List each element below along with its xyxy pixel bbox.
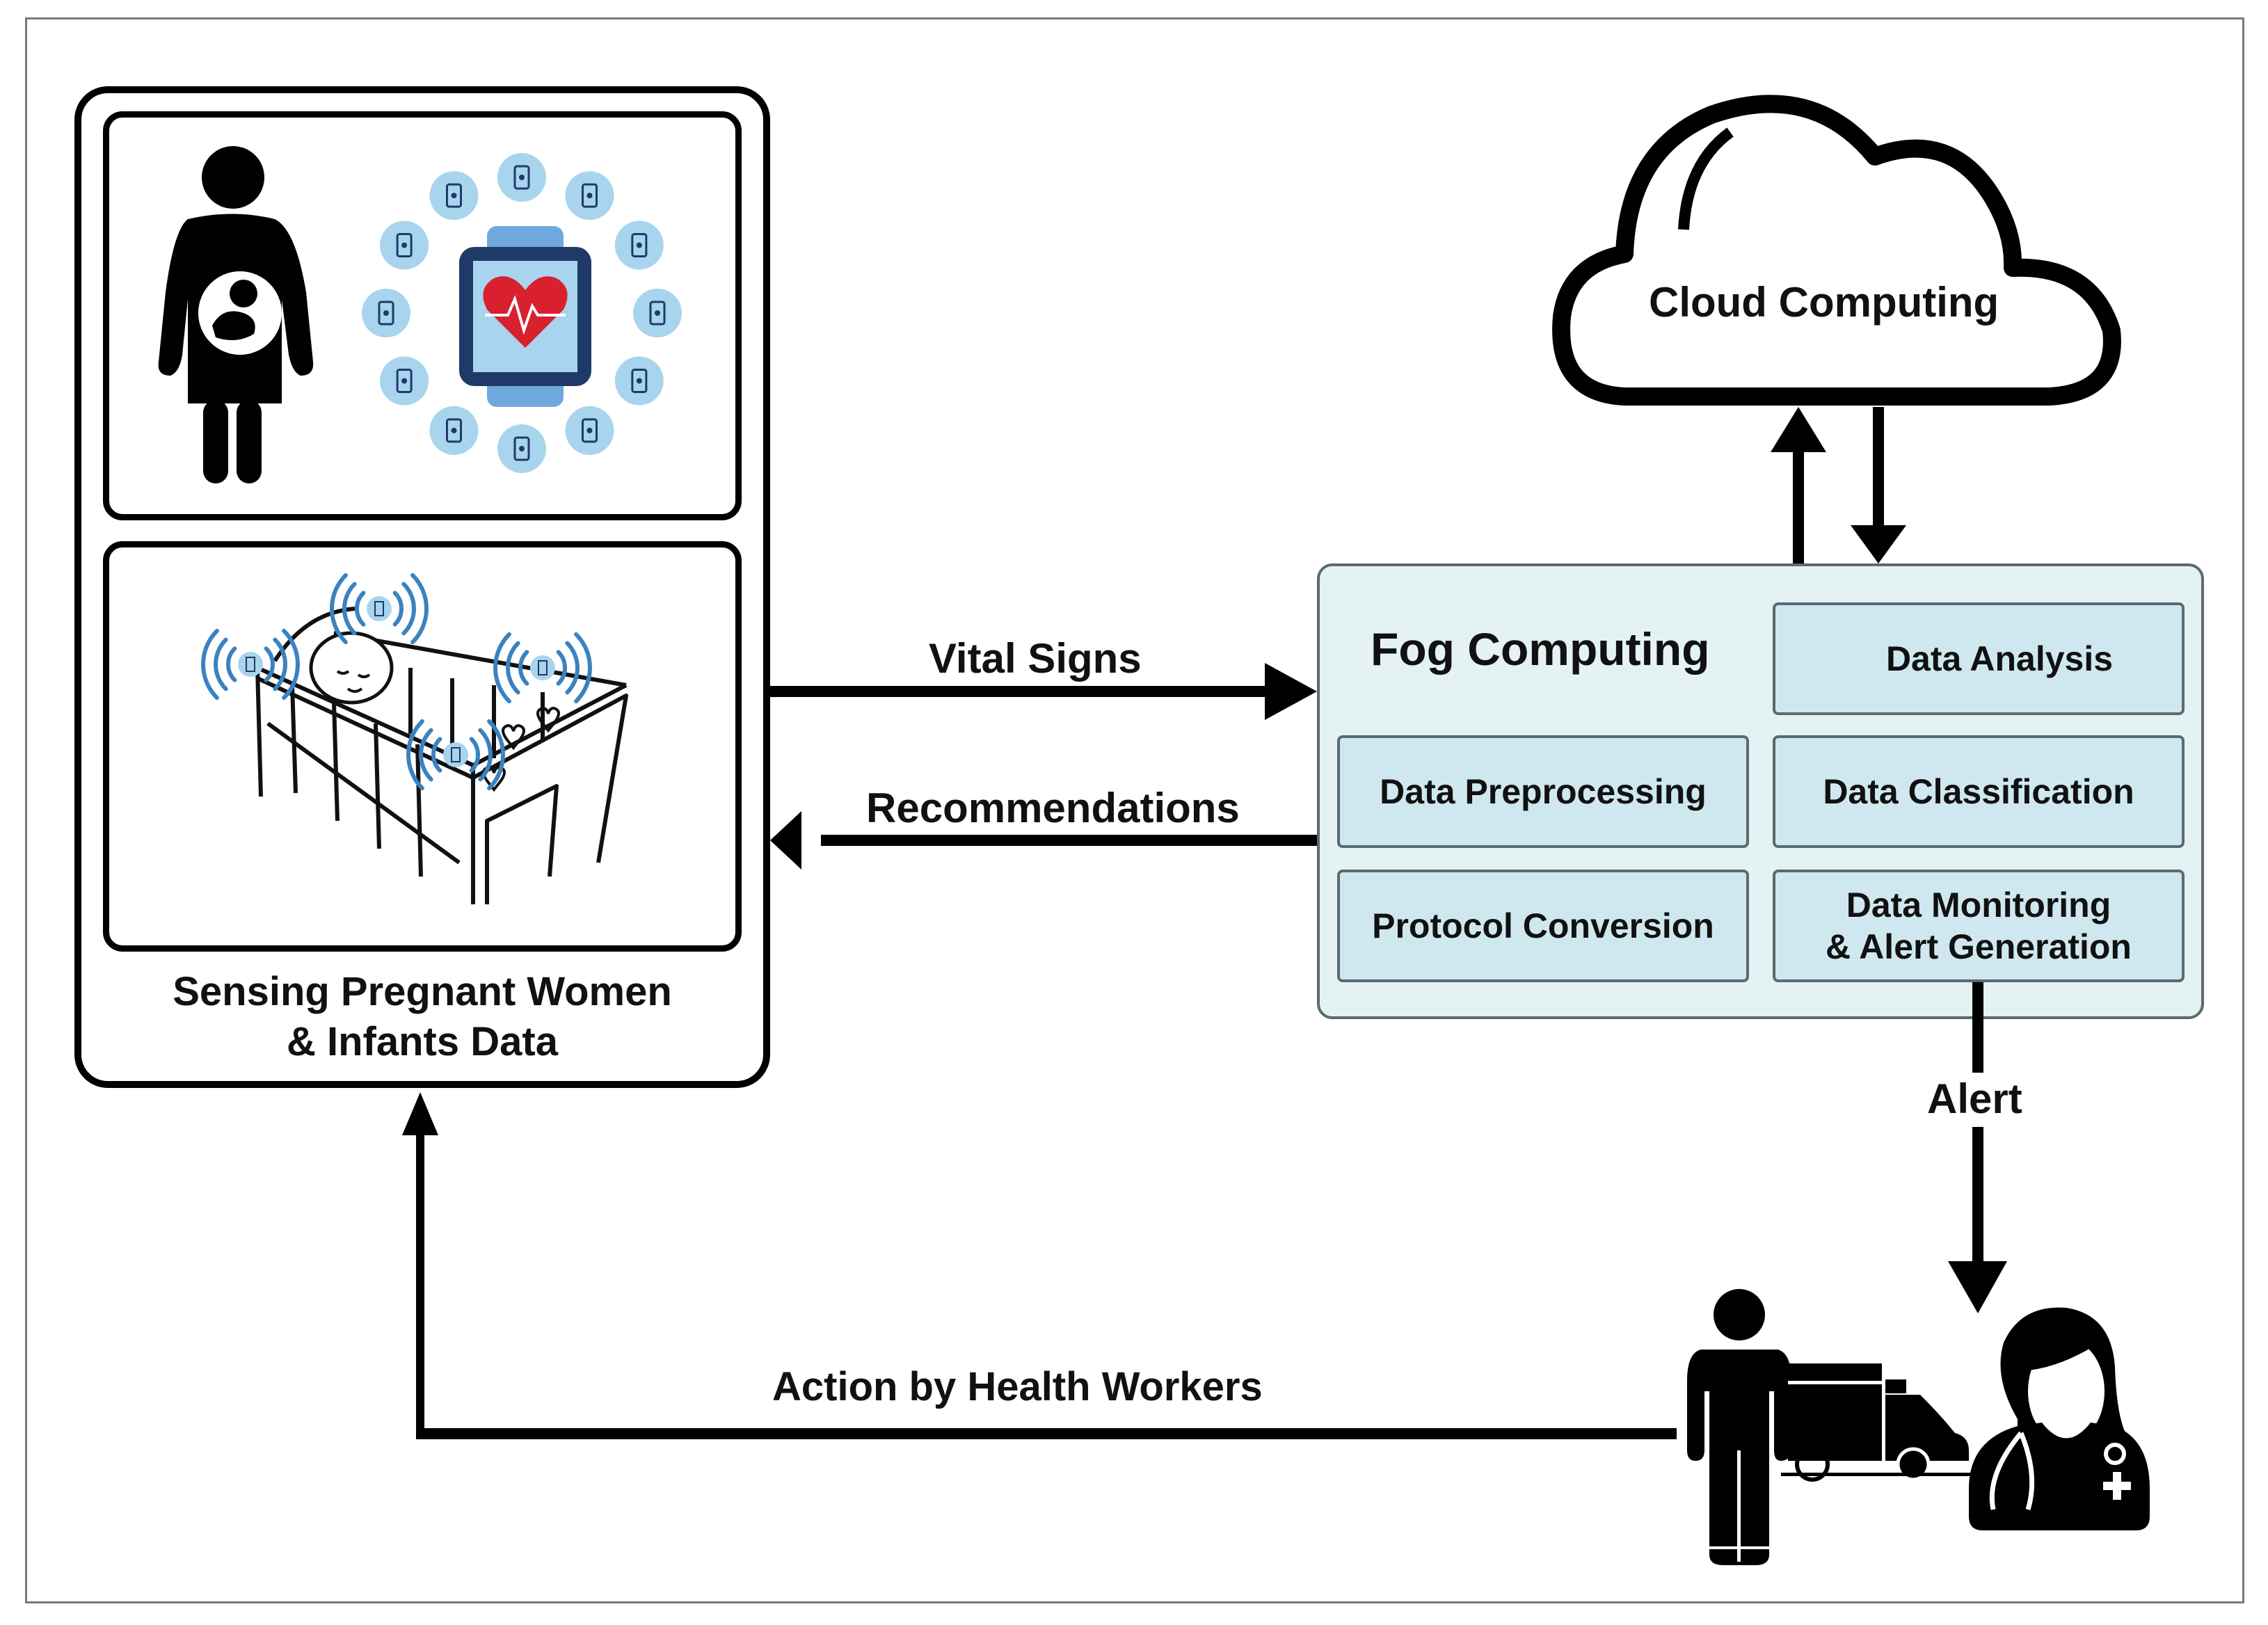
figure-frame (25, 17, 2244, 1603)
wireless-sensor (493, 632, 592, 704)
device-icon (614, 221, 664, 270)
recommendations-label: Recommendations (866, 785, 1240, 831)
wearable-device-icons (362, 153, 682, 473)
device-icon (380, 356, 429, 406)
device-icon (565, 406, 614, 455)
fog-title: Fog Computing (1371, 623, 1710, 675)
module-label-line1: Data Monitoring (1846, 886, 2111, 924)
wireless-sensor (406, 719, 505, 791)
vital-signs-label: Vital Signs (929, 635, 1142, 682)
wireless-sensor-icons (201, 573, 592, 791)
device-icon (614, 356, 664, 406)
wireless-sensor (330, 573, 429, 645)
alert-label: Alert (1927, 1075, 2022, 1122)
female-doctor-icon (1969, 1307, 2150, 1530)
wireless-sensor (201, 628, 300, 701)
sensing-title: Sensing Pregnant Women & Infants Data (74, 967, 770, 1067)
module-data-classification: Data Classification (1773, 735, 2185, 848)
device-icon (497, 153, 546, 202)
health-worker-man-icon (1687, 1289, 1791, 1565)
sensing-title-line2: & Infants Data (287, 1019, 558, 1064)
smartwatch-heart-icon (459, 226, 591, 407)
vital-signs-arrow (770, 663, 1317, 720)
cloud-label: Cloud Computing (1649, 279, 1999, 326)
device-icon (429, 171, 479, 221)
device-icon (362, 289, 410, 337)
module-label: Data Analysis (1885, 639, 2114, 678)
device-icon (565, 171, 614, 221)
cloud-to-fog-arrow (1851, 407, 1906, 563)
module-label: Data Classification (1823, 772, 2134, 811)
fog-to-cloud-arrow (1771, 407, 1826, 563)
module-label: Data Preprocessing (1380, 772, 1707, 811)
alert-arrow (1948, 982, 2007, 1313)
action-label: Action by Health Workers (772, 1364, 1263, 1409)
module-data-analysis: Data Analysis (1773, 602, 2185, 715)
recommendations-arrow (770, 811, 1317, 870)
module-protocol-conversion: Protocol Conversion (1337, 870, 1749, 982)
module-data-preprocessing: Data Preprocessing (1337, 735, 1749, 848)
module-data-monitoring: Data Monitoring & Alert Generation (1773, 870, 2185, 982)
action-arrow (402, 1092, 1677, 1439)
pregnant-woman-icon (158, 146, 314, 483)
device-icon (497, 424, 546, 473)
ambulance-icon (1781, 1363, 1972, 1482)
device-icon (633, 289, 682, 337)
module-label-line2: & Alert Generation (1826, 927, 2132, 966)
sensing-title-line1: Sensing Pregnant Women (173, 969, 672, 1014)
device-icon (380, 221, 429, 270)
module-label: Protocol Conversion (1372, 906, 1714, 945)
cloud-icon (1552, 95, 2121, 406)
device-icon (429, 406, 479, 455)
